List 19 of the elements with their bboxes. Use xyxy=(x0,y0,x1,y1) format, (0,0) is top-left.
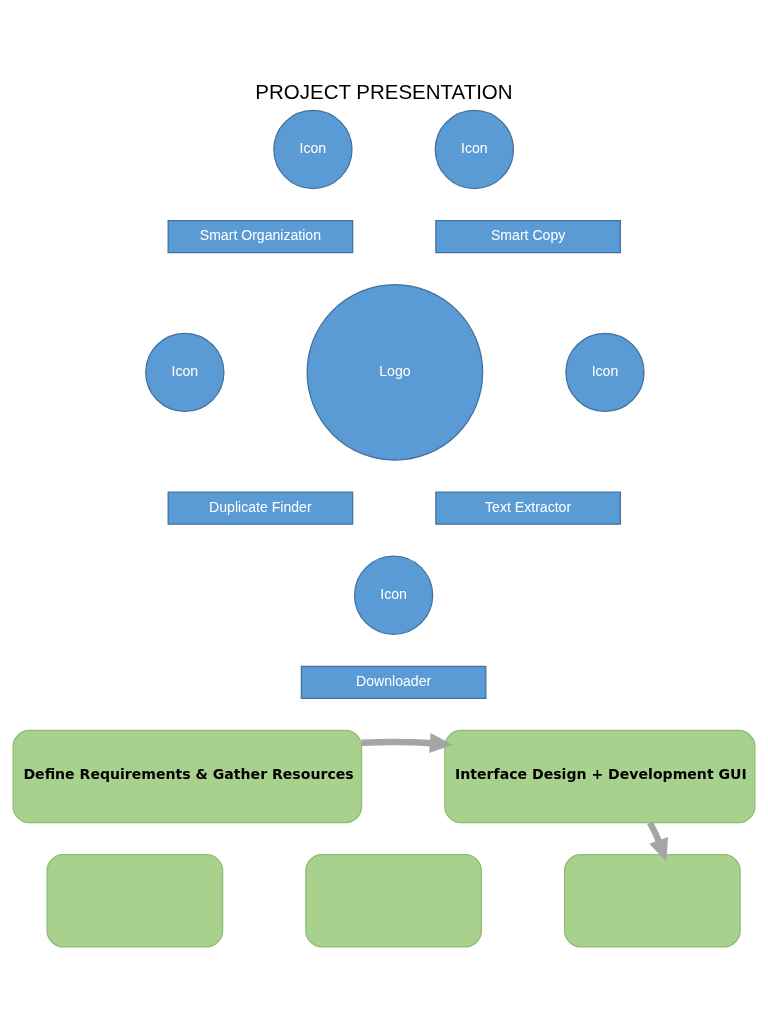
node-box: Smart Organization xyxy=(167,219,354,254)
node-circle: Icon xyxy=(145,332,225,413)
node-box: Text Extractor xyxy=(435,491,621,525)
node-box: Duplicate Finder xyxy=(167,491,354,525)
node-circle: Icon xyxy=(273,109,353,190)
node-circle: Icon xyxy=(565,332,645,413)
node-circle: Logo xyxy=(306,284,484,461)
node-box xyxy=(46,854,224,948)
arrow xyxy=(647,821,669,862)
arrow xyxy=(361,733,453,753)
node-box: Smart Copy xyxy=(435,219,621,254)
node-circle: Icon xyxy=(353,555,434,635)
node-box: Downloader xyxy=(300,665,487,699)
node-circle: Icon xyxy=(434,109,514,190)
node-box: Interface Design + Development GUI xyxy=(444,729,756,824)
node-box xyxy=(563,854,741,948)
node-box: Define Requirements & Gather Resources xyxy=(12,729,363,824)
node-box xyxy=(305,854,482,948)
diagram-title: PROJECT PRESENTATION xyxy=(255,79,513,103)
